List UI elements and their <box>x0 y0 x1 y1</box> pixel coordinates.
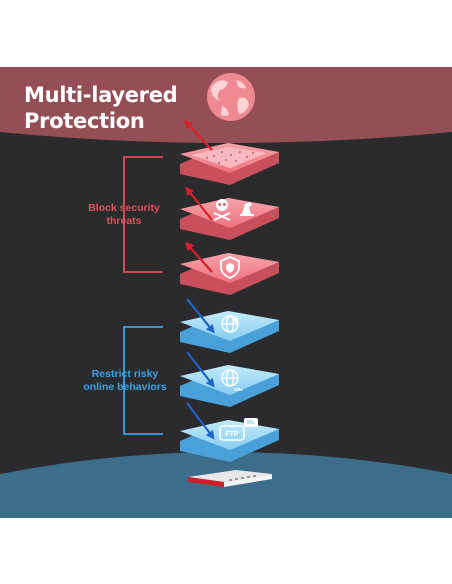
behavior-layer-1 <box>180 298 279 353</box>
behaviors-label-line-2: online behaviors <box>83 381 167 393</box>
ftp-chat-icon: FTP <box>219 418 258 441</box>
protection-illustration: URL FTP <box>0 67 452 518</box>
threats-label-line-2: threats <box>106 215 142 227</box>
behaviors-bracket <box>123 326 163 435</box>
threat-layer-2 <box>180 186 279 240</box>
url-badge: URL <box>234 387 243 392</box>
title-line-1: Multi-layered <box>24 83 178 107</box>
globe-icon <box>207 73 255 121</box>
threats-bracket <box>123 156 163 273</box>
globe-url-icon: URL <box>221 369 243 392</box>
skull-trojan-horse-icon <box>213 199 254 221</box>
shield-icon <box>220 256 240 279</box>
title-line-2: Protection <box>24 109 145 133</box>
behavior-layer-3: FTP <box>180 402 279 462</box>
threats-label-line-1: Block security <box>88 202 160 214</box>
behavior-layer-2: URL <box>180 351 279 407</box>
threat-layer-3 <box>180 241 279 295</box>
page-title: Multi-layered Protection <box>24 82 178 134</box>
firewall-appliance-icon <box>188 470 272 487</box>
globe-location-icon <box>221 315 239 333</box>
globe-dots-icon <box>206 151 254 164</box>
threat-layer-1 <box>180 143 279 185</box>
ftp-badge: FTP <box>225 431 239 438</box>
threats-label: Block security threats <box>78 202 170 228</box>
behaviors-label: Restrict risky online behaviors <box>74 368 176 394</box>
threat-arrow-1 <box>184 119 213 151</box>
behaviors-label-line-1: Restrict risky <box>91 368 159 380</box>
